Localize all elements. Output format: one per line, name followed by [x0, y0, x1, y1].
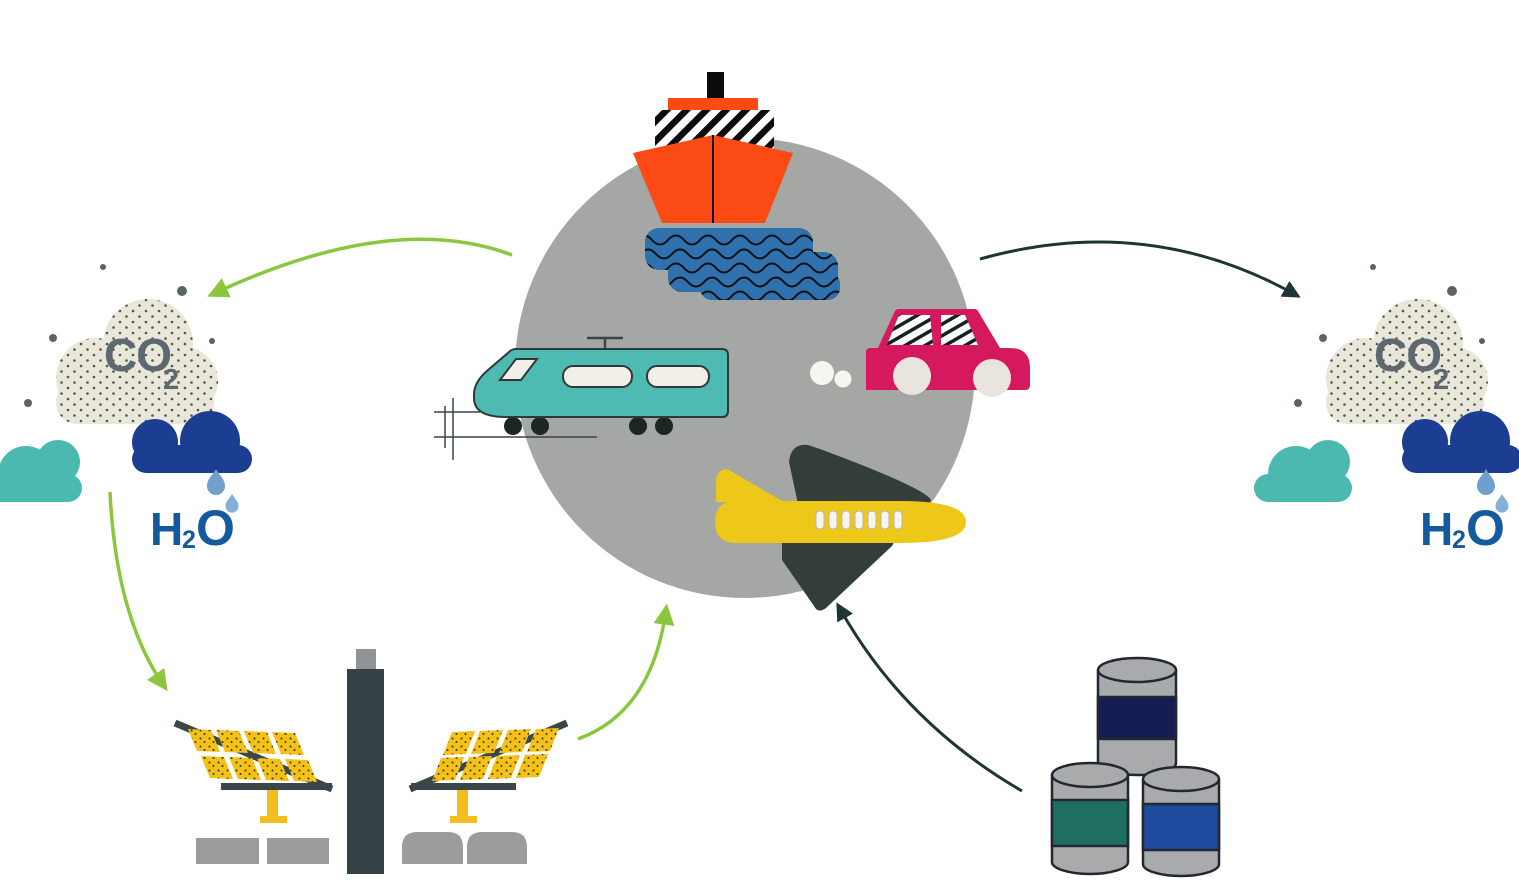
- co2-sub-right: 2: [1433, 364, 1449, 396]
- arrow-barrels-to-airplane: [836, 602, 1023, 793]
- arrow-circle-to-co2-left: [207, 237, 513, 298]
- h2o-label-left: H 2 O: [150, 500, 235, 556]
- solar-plant-icon: [173, 649, 569, 874]
- panel-stand-left: [267, 790, 278, 818]
- h2o-label-right: H 2 O: [1420, 500, 1505, 556]
- car-window-2: [941, 315, 978, 345]
- plane-windows: [815, 510, 903, 530]
- co2-label-right: CO: [1374, 329, 1441, 381]
- svg-text:H: H: [1420, 503, 1452, 555]
- train-wheels: [504, 417, 673, 435]
- svg-text:2: 2: [1452, 526, 1466, 554]
- plane-fuselage: [715, 501, 966, 543]
- co2-cloud-right-icon: CO 2: [1326, 299, 1488, 424]
- barrel-bottom-left: [1050, 761, 1130, 876]
- ship-deck-bar: [668, 98, 758, 111]
- water-cloud-left-icon: [0, 440, 82, 502]
- solar-panel-right: [408, 719, 569, 823]
- car-wheel-front: [893, 357, 931, 395]
- train-icon: [434, 336, 729, 460]
- raindrop-left-1: [207, 469, 225, 495]
- svg-text:O: O: [1466, 500, 1505, 556]
- train-window-1: [562, 365, 633, 388]
- plane-lower-wing: [782, 533, 894, 611]
- co2-sub-left: 2: [163, 364, 179, 396]
- raindrop-right-1: [1477, 469, 1495, 495]
- barrel-bottom-right: [1141, 765, 1221, 878]
- panel-stand-base-left: [260, 816, 287, 823]
- ship-water: [645, 228, 840, 300]
- solar-panel-left: [173, 719, 334, 823]
- base-blocks: [196, 832, 527, 864]
- svg-text:2: 2: [182, 526, 196, 554]
- co2-cloud-left-icon: CO 2: [56, 299, 218, 424]
- fuel-barrels-icon: [1050, 656, 1221, 878]
- arrow-circle-to-co2-right: [979, 240, 1301, 298]
- car-icon: [810, 309, 1030, 397]
- panel-cells-right: [432, 728, 559, 781]
- car-window-1: [887, 315, 933, 345]
- panel-ledge-left: [221, 783, 332, 790]
- co2-label-left: CO: [104, 329, 171, 381]
- barrel-top: [1096, 656, 1178, 777]
- tower: [347, 669, 384, 874]
- svg-text:O: O: [196, 500, 235, 556]
- rain-cloud-left-icon: [132, 411, 252, 473]
- arrow-solar-plant-to-circle: [577, 603, 675, 741]
- train-rails: [434, 398, 597, 460]
- svg-text:H: H: [150, 503, 182, 555]
- panel-stand-right: [457, 790, 468, 818]
- atmosphere-group-right: CO 2 H 2 O: [1254, 264, 1519, 556]
- plane-upper-wing: [789, 444, 931, 504]
- panel-ledge-right: [411, 783, 516, 790]
- panel-stand-base-right: [450, 816, 477, 823]
- raindrop-right-2: [1495, 494, 1509, 513]
- train-windshield: [497, 358, 540, 381]
- atmosphere-group-left: CO 2 H 2 O: [0, 264, 252, 556]
- ship-funnel: [707, 72, 724, 101]
- car-wheel-rear: [973, 359, 1011, 397]
- rain-cloud-right-icon: [1402, 411, 1519, 473]
- raindrop-left-2: [225, 494, 239, 513]
- panel-cells-left: [188, 729, 317, 782]
- arrow-h2o-to-solar-plant: [108, 491, 168, 692]
- train-window-2: [646, 365, 710, 388]
- tower-cap: [356, 649, 376, 671]
- car-exhaust-cloud: [810, 361, 852, 388]
- plane-tail: [716, 469, 784, 502]
- cargo-ship-icon: [633, 72, 840, 300]
- water-cloud-right-icon: [1254, 440, 1352, 502]
- airplane-icon: [715, 444, 966, 611]
